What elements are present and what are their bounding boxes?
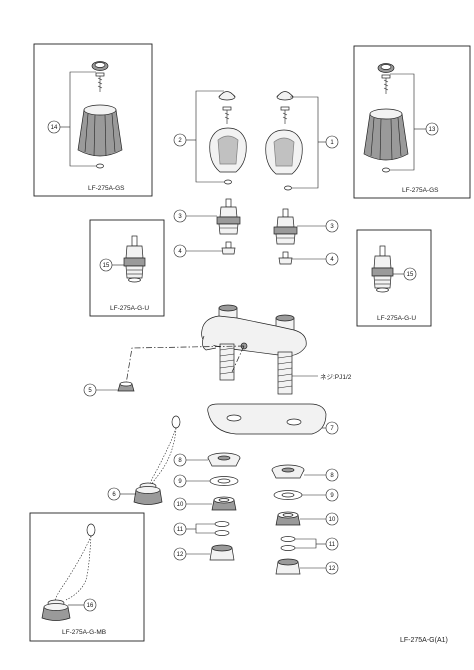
callout-5: [83, 383, 97, 397]
callout-10-left-label: 10: [177, 502, 184, 508]
callout-8-left-label: 8: [178, 458, 182, 464]
callout-2: [173, 133, 187, 147]
right-rubber-seat: [271, 464, 305, 479]
callout-9-right-label: 9: [330, 493, 334, 499]
callout-9-right: [325, 488, 339, 502]
handle-screw-left: [222, 106, 232, 124]
cartridge-right: [273, 208, 298, 245]
callout-11-left: [173, 522, 187, 536]
callout-3-left: [173, 209, 187, 223]
handle-cap-left: [218, 91, 236, 101]
callout-1-label: 1: [330, 140, 334, 146]
callout-3-right-label: 3: [330, 224, 334, 230]
right-coupling-nut: [275, 558, 301, 575]
callout-3-right: [325, 219, 339, 233]
box-label-top-right: LF-275A-GS: [402, 187, 439, 194]
variant-box-top-left: 14 LF-275A-GS: [33, 43, 153, 197]
callout-8-right: [325, 468, 339, 482]
page-code: LF-275A-G(A1): [400, 637, 448, 644]
faucet-body: [201, 304, 307, 395]
chain-stopper: [133, 415, 181, 505]
callout-11-left-label: 11: [177, 527, 184, 533]
spindle-right: [278, 251, 293, 265]
callout-9-left: [173, 474, 187, 488]
callout-10-right: [325, 512, 339, 526]
callout-14: [47, 120, 61, 134]
callout-12-right: [325, 561, 339, 575]
callout-12-right-label: 12: [329, 566, 336, 572]
callout-13-label: 13: [429, 127, 436, 133]
callout-2-label: 2: [178, 138, 182, 144]
callout-13: [425, 122, 439, 136]
callout-7: [325, 421, 339, 435]
cartridge-left: [216, 198, 241, 235]
callout-9-left-label: 9: [178, 479, 182, 485]
callout-16-label: 16: [87, 603, 94, 609]
popup-nut: [117, 381, 135, 392]
callout-15-left: [99, 258, 113, 272]
box-label-bottom-left: LF-275A-G-MB: [62, 629, 106, 636]
callout-11-right-label: 11: [329, 542, 336, 548]
callout-14-label: 14: [51, 125, 58, 131]
spindle-left: [221, 241, 236, 255]
handle-cap-right: [276, 91, 294, 101]
variant-box-top-right: 13 LF-275A-GS: [353, 45, 471, 199]
callout-1: [325, 135, 339, 149]
handle-right: [265, 129, 303, 191]
box-label-mid-right: LF-275A-G-U: [377, 315, 416, 322]
callout-10-right-label: 10: [329, 517, 336, 523]
handle-left: [209, 127, 247, 185]
callout-16: [83, 598, 97, 612]
callout-12-left-label: 12: [177, 552, 184, 558]
callout-4-left-label: 4: [178, 249, 182, 255]
right-small-washers: [280, 536, 296, 551]
left-small-washers: [214, 521, 230, 536]
callout-7-label: 7: [330, 426, 334, 432]
box-label-mid-left: LF-275A-G-U: [110, 305, 149, 312]
callout-3-left-label: 3: [178, 214, 182, 220]
callout-4-right: [325, 252, 339, 266]
left-lock-nut: [211, 496, 237, 511]
callout-6-label: 6: [112, 492, 116, 498]
thread-spec-label: ネジ:PJ1/2: [320, 373, 352, 381]
callout-6: [107, 487, 121, 501]
variant-box-mid-right: 15 LF-275A-G-U: [356, 229, 432, 327]
callout-15-right-label: 15: [407, 272, 414, 278]
callout-10-left: [173, 497, 187, 511]
callout-11-right: [325, 537, 339, 551]
variant-box-mid-left: 15 LF-275A-G-U: [89, 219, 165, 317]
callout-12-left: [173, 547, 187, 561]
callout-5-label: 5: [88, 388, 92, 394]
left-washer: [209, 476, 239, 486]
variant-box-bottom-left: 16 LF-275A-G-MB: [29, 512, 145, 642]
left-coupling-nut: [209, 544, 235, 561]
callout-15-left-label: 15: [103, 263, 110, 269]
right-lock-nut: [275, 511, 301, 526]
deck-gasket-plate: [207, 403, 327, 435]
callout-4-right-label: 4: [330, 257, 334, 263]
right-washer: [273, 490, 303, 500]
callout-15-right: [403, 267, 417, 281]
box-label-top-left: LF-275A-GS: [88, 185, 125, 192]
callout-8-left: [173, 453, 187, 467]
callout-8-right-label: 8: [330, 473, 334, 479]
handle-screw-right: [280, 106, 290, 124]
left-rubber-seat: [207, 452, 241, 467]
callout-4-left: [173, 244, 187, 258]
